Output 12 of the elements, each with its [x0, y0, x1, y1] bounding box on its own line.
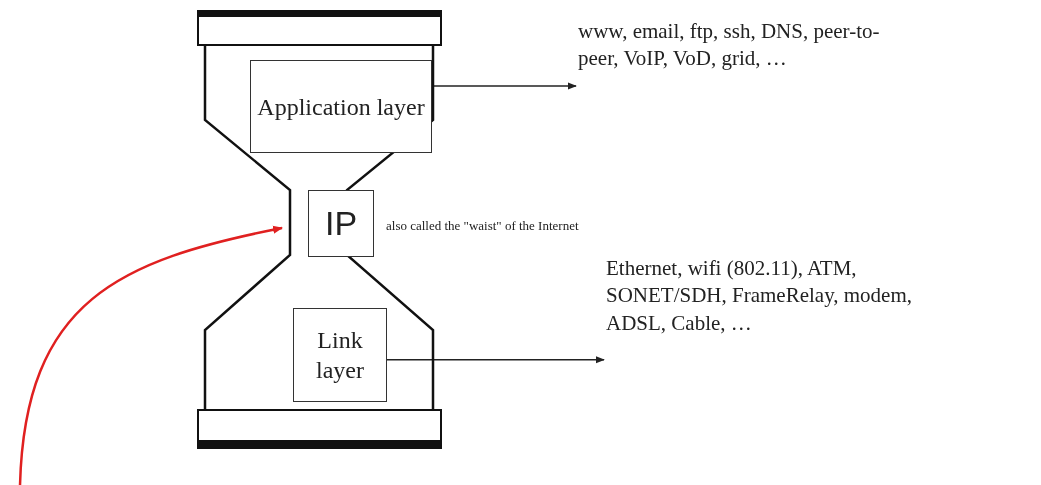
pointer-arrow [18, 225, 283, 485]
layer-box [250, 60, 432, 153]
layer-box [308, 190, 374, 257]
protocol-list: www, email, ftp, ssh, DNS, peer-to-peer, VoIP, VoD, grid, … [578, 18, 908, 138]
layer-label: Application layer [257, 92, 425, 122]
protocol-list: Ethernet, wifi (802.11), ATM, SONET/SDH, FrameRelay, modem, ADSL, Cable, … [606, 255, 921, 355]
layer-label: Link layer [315, 326, 365, 385]
note-text: also called the "waist" of the Internet [386, 217, 579, 234]
layer-label: IP [324, 203, 358, 245]
arrow [431, 82, 577, 90]
layer-box [293, 308, 387, 402]
arrow [386, 356, 605, 364]
